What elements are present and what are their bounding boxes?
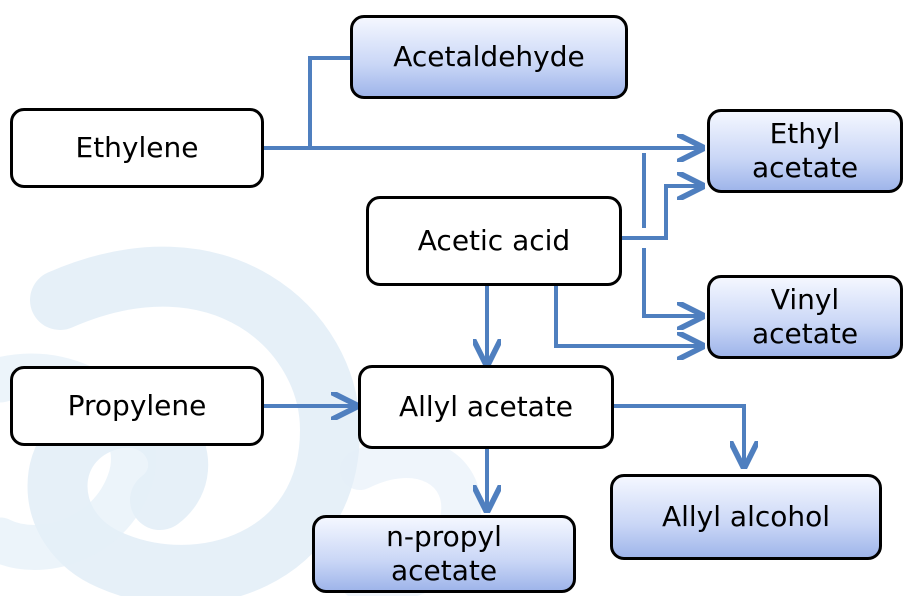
node-propylene-label: Propylene: [67, 389, 207, 422]
arrow-allyl-acetate-to-allyl-alcohol: [612, 404, 744, 466]
node-ethylene: Ethylene: [10, 108, 264, 188]
node-acetaldehyde-label: Acetaldehyde: [393, 40, 585, 73]
node-allyl-acetate-label: Allyl acetate: [398, 390, 574, 423]
arrow-acetic-acid-to-vinyl-acetate: [554, 283, 702, 346]
node-acetaldehyde: Acetaldehyde: [350, 15, 628, 99]
node-ethyl-acetate: Ethyl acetate: [707, 109, 903, 193]
node-vinyl-acetate-label: Vinyl acetate: [751, 283, 859, 350]
node-allyl-alcohol: Allyl alcohol: [610, 474, 882, 560]
node-n-propyl-acetate-label: n-propyl acetate: [386, 520, 502, 587]
node-vinyl-acetate: Vinyl acetate: [707, 275, 903, 359]
node-ethylene-label: Ethylene: [75, 131, 199, 164]
node-allyl-acetate: Allyl acetate: [358, 365, 614, 449]
node-acetic-acid-label: Acetic acid: [417, 224, 571, 257]
node-propylene: Propylene: [10, 366, 264, 446]
node-n-propyl-acetate: n-propyl acetate: [312, 515, 576, 593]
arrow-ethylene-to-acetaldehyde: [308, 56, 352, 148]
node-acetic-acid: Acetic acid: [366, 196, 622, 286]
arrow-acetic-acid-to-ethyl-acetate: [620, 186, 702, 240]
arrow-to-vinyl-acetate: [642, 248, 702, 316]
node-allyl-alcohol-label: Allyl alcohol: [661, 500, 831, 533]
node-ethyl-acetate-label: Ethyl acetate: [751, 117, 859, 184]
